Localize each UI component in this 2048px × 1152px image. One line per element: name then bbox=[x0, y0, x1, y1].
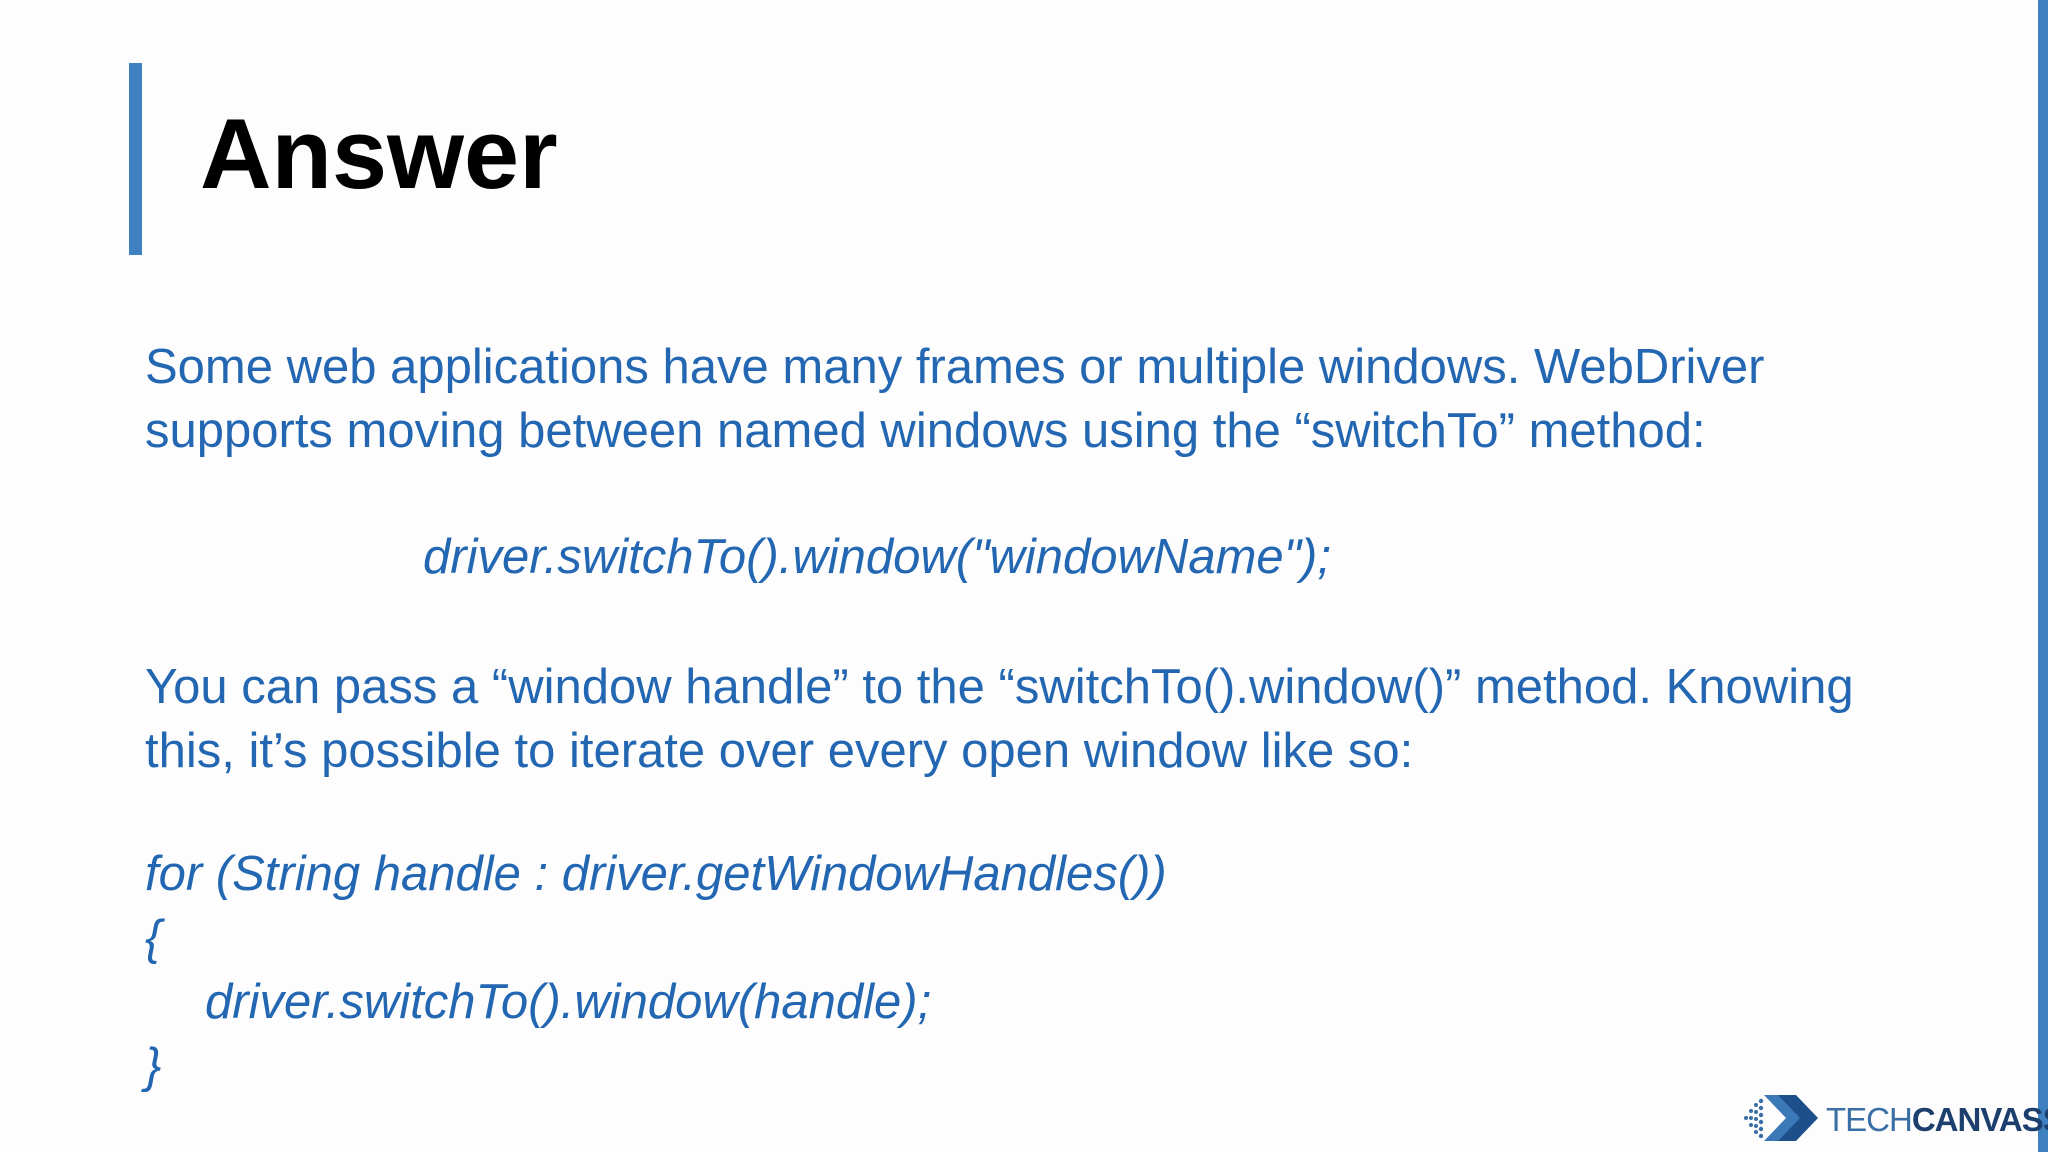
code-line: } bbox=[145, 1039, 162, 1093]
code-line: for (String handle : driver.getWindowHan… bbox=[145, 847, 1167, 901]
code-example-switchto: driver.switchTo().window("windowName"); bbox=[423, 530, 1331, 584]
techcanvass-logo-icon bbox=[1744, 1095, 1818, 1141]
paragraph-intro: Some web applications have many frames o… bbox=[145, 335, 1765, 463]
logo-text-tech: TECH bbox=[1826, 1101, 1913, 1138]
code-line: driver.switchTo().window(handle); bbox=[205, 975, 932, 1029]
title-accent-bar bbox=[129, 63, 142, 255]
right-edge-bar bbox=[2038, 0, 2048, 1152]
paragraph-line: this, it’s possible to iterate over ever… bbox=[145, 724, 1414, 778]
code-block-loop: for (String handle : driver.getWindowHan… bbox=[145, 842, 1167, 1098]
slide-title: Answer bbox=[200, 98, 558, 209]
techcanvass-wordmark: TECHCANVASS bbox=[1826, 1102, 2048, 1138]
techcanvass-logo: TECHCANVASS bbox=[1740, 1085, 2048, 1152]
paragraph-line: supports moving between named windows us… bbox=[145, 404, 1706, 458]
logo-text-canvass: CANVASS bbox=[1911, 1101, 2048, 1138]
paragraph-window-handle: You can pass a “window handle” to the “s… bbox=[145, 655, 1854, 783]
paragraph-line: You can pass a “window handle” to the “s… bbox=[145, 660, 1854, 714]
paragraph-line: Some web applications have many frames o… bbox=[145, 340, 1765, 394]
code-line: { bbox=[145, 911, 162, 965]
